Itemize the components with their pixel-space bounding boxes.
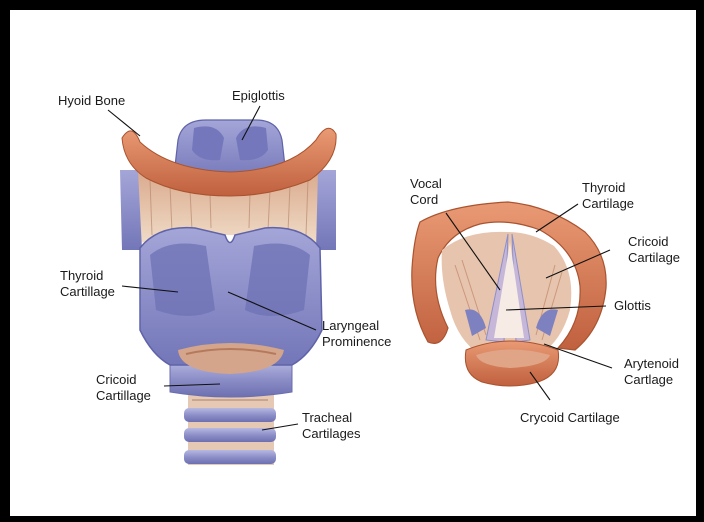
label-cricoid-cartilage-left: Cricoid Cartillage [96, 372, 151, 403]
label-hyoid-bone: Hyoid Bone [58, 93, 125, 108]
label-thyroid-cartilage-right: Thyroid Cartilage [582, 180, 634, 211]
label-tracheal-cartilages: Tracheal Cartilages [302, 410, 361, 441]
label-cricoid-cartilage-right: Cricoid Cartilage [628, 234, 680, 265]
label-thyroid-cartilage-left: Thyroid Cartillage [60, 268, 115, 299]
label-crycoid-cartilage: Crycoid Cartilage [520, 410, 620, 425]
label-glottis: Glottis [614, 298, 651, 313]
label-laryngeal-prominence: Laryngeal Prominence [322, 318, 391, 349]
label-epiglottis: Epiglottis [232, 88, 285, 103]
diagram-canvas: Hyoid Bone Epiglottis Thyroid Cartillage… [10, 10, 696, 516]
vocal-cords-top-view [412, 202, 606, 386]
label-vocal-cord: Vocal Cord [410, 176, 445, 207]
larynx-diagram: Hyoid Bone Epiglottis Thyroid Cartillage… [10, 10, 696, 516]
label-arytenoid-cartilage: Arytenoid Cartlage [624, 356, 683, 387]
